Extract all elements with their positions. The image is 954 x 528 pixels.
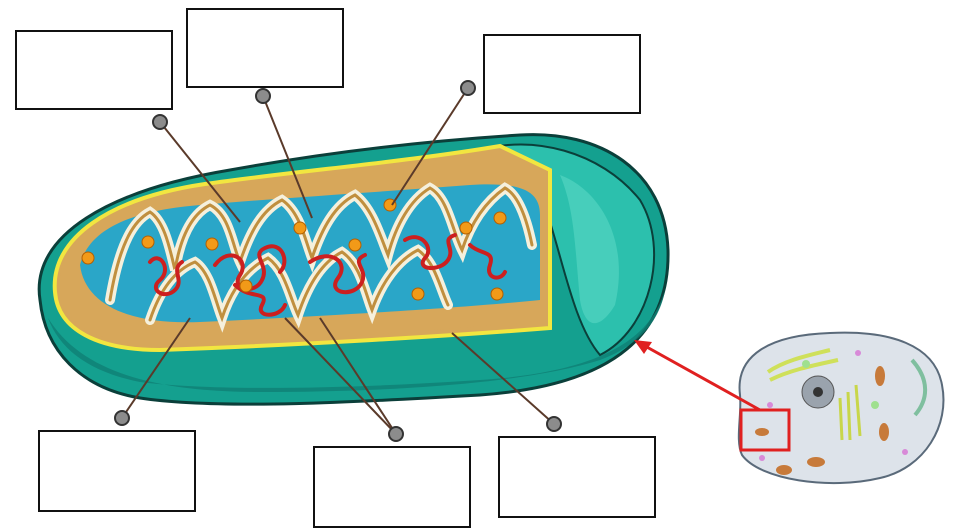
cell-thumbnail [739,333,944,483]
pointer-dot [115,411,129,425]
label-box-top-left[interactable] [15,30,173,110]
label-box-bottom-right[interactable] [498,436,656,518]
label-box-top-center[interactable] [186,8,344,88]
pointer-dot [461,81,475,95]
pointer-dot [547,417,561,431]
label-box-top-right[interactable] [483,34,641,114]
label-box-bottom-left[interactable] [38,430,196,512]
pointer-dot [256,89,270,103]
label-box-bottom-center[interactable] [313,446,471,528]
pointer-dot [153,115,167,129]
pointer-dot [389,427,403,441]
